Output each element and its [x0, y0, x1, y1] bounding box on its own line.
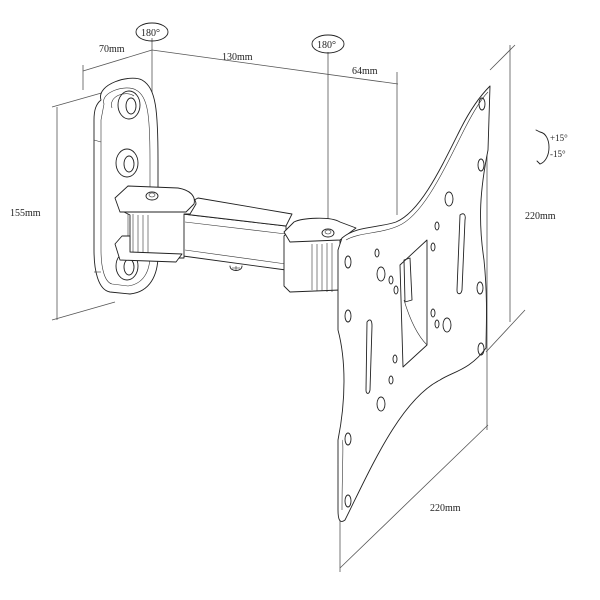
dim-wall-plate-depth: 70mm: [99, 44, 125, 55]
vesa-mounting-plate: [337, 85, 491, 522]
svg-text:+15°: +15°: [550, 133, 568, 143]
dim-tv-plate-width: 220mm: [430, 503, 461, 514]
wall-plate-hole-middle: [115, 148, 139, 178]
svg-text:180°: 180°: [317, 40, 336, 51]
tilt-lock-screw: [229, 265, 243, 271]
dimension-lines: [51, 38, 526, 572]
vesa-slot-right: [456, 213, 466, 295]
knuckle-ribs-head: [311, 243, 333, 292]
dim-tv-plate-height: 220mm: [525, 211, 556, 222]
rotation-indicator-wall: 180°: [135, 22, 169, 42]
dim-head-offset: 64mm: [352, 66, 378, 77]
tilt-indicator: +15° -15°: [535, 129, 568, 165]
wall-pivot-screw: [145, 191, 159, 201]
dim-wall-plate-height: 155mm: [10, 208, 41, 219]
dim-arm-length: 130mm: [222, 52, 253, 63]
swivel-arm: [114, 185, 357, 293]
wall-plate-hole-top: [117, 90, 141, 120]
tilt-mechanism-window: [399, 239, 428, 368]
head-pivot-screw: [321, 228, 335, 238]
dimension-labels: 70mm 130mm 64mm 155mm 220mm 220mm: [10, 44, 556, 514]
wall-plate: [93, 77, 159, 295]
vesa-slot-left: [365, 319, 373, 394]
rotation-indicator-head: 180°: [311, 34, 345, 54]
svg-text:180°: 180°: [141, 28, 160, 39]
svg-text:-15°: -15°: [550, 149, 566, 159]
vesa-holes: [344, 97, 486, 508]
